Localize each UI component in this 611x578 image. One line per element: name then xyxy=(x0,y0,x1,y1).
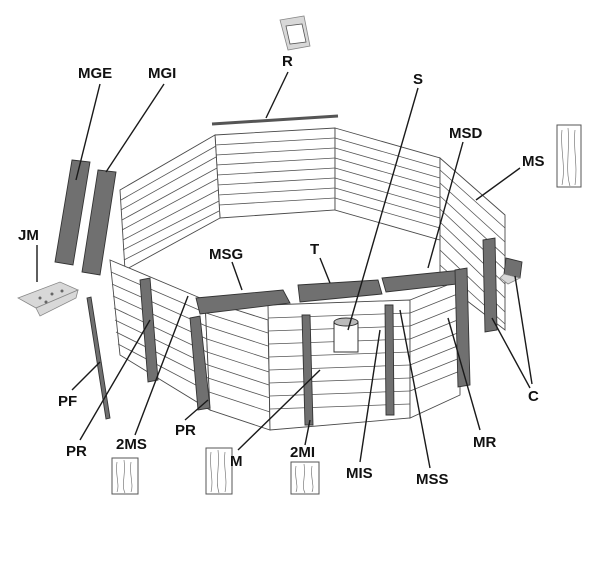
part-mge xyxy=(54,159,91,266)
part-c xyxy=(499,257,523,285)
part-s xyxy=(279,15,311,51)
part-ms xyxy=(556,124,582,188)
label-mr: MR xyxy=(473,434,496,451)
coping-t xyxy=(297,279,383,303)
skimmer xyxy=(333,317,359,353)
part-2mi xyxy=(290,461,320,495)
part-2ms xyxy=(111,457,139,495)
front-left-wall xyxy=(204,299,271,431)
back-right-wall xyxy=(334,127,441,241)
part-r xyxy=(211,114,339,126)
back-left-wall xyxy=(119,134,221,271)
label-c: C xyxy=(528,388,539,405)
label-pr-bottom: PR xyxy=(175,422,196,439)
label-jm: JM xyxy=(18,227,39,244)
part-m xyxy=(205,447,233,495)
label-r: R xyxy=(282,53,293,70)
labels: R MGE MGI S MSD MS JM MSG T PF PR 2MS PR… xyxy=(18,53,545,488)
post-pr-left xyxy=(139,277,159,383)
part-jm xyxy=(17,281,79,317)
label-s: S xyxy=(413,71,423,88)
post-pf xyxy=(86,296,111,420)
label-2mi: 2MI xyxy=(290,444,315,461)
label-mgi: MGI xyxy=(148,65,176,82)
label-t: T xyxy=(310,241,319,258)
label-pr-left: PR xyxy=(66,443,87,460)
pointer-lines xyxy=(36,71,533,469)
part-mgi xyxy=(81,169,117,276)
label-msg: MSG xyxy=(209,246,243,263)
label-mss: MSS xyxy=(416,471,449,488)
label-msd: MSD xyxy=(449,125,483,142)
label-mis: MIS xyxy=(346,465,373,482)
pool-structure xyxy=(109,127,506,431)
front-right-wall xyxy=(409,279,461,419)
label-2ms: 2MS xyxy=(116,436,147,453)
loose-parts xyxy=(17,15,582,495)
post-2mi xyxy=(301,314,314,426)
label-pf: PF xyxy=(58,393,77,410)
label-mge: MGE xyxy=(78,65,112,82)
label-m: M xyxy=(230,453,243,470)
post-pr-bottom xyxy=(189,315,211,411)
label-ms: MS xyxy=(522,153,545,170)
back-wall xyxy=(214,127,336,219)
coping-msg xyxy=(195,289,291,315)
post-mis xyxy=(384,304,395,416)
post-mr-2 xyxy=(482,237,498,333)
